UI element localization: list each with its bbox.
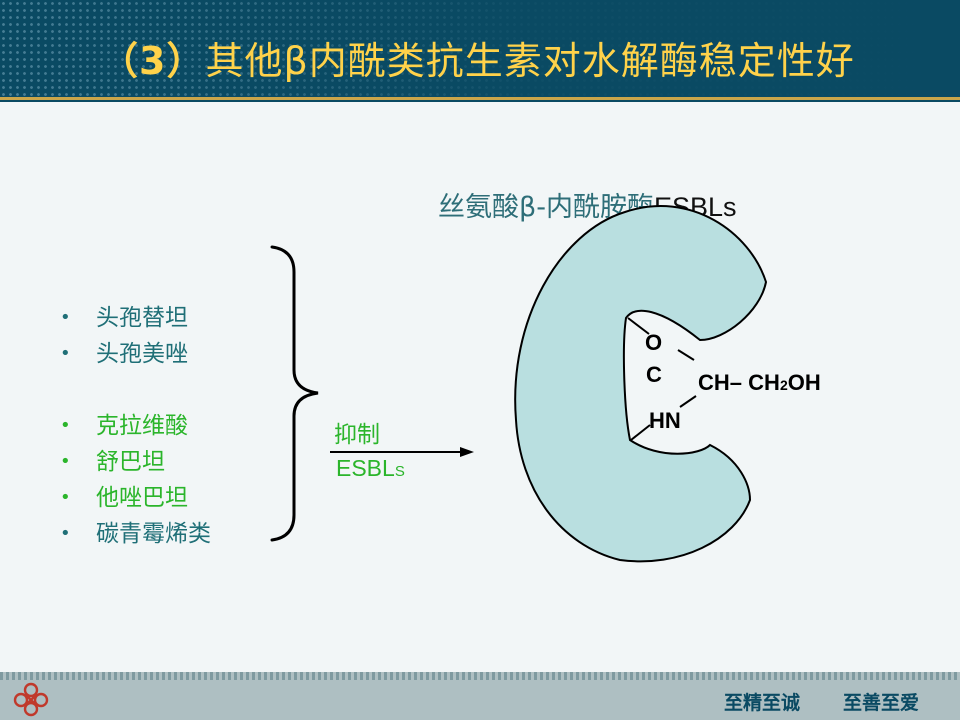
inhibit-target-sub: S [394, 463, 405, 480]
list-item: 头孢美唑 [60, 336, 211, 372]
enzyme-label-prefix: 丝氨酸β-内酰胺酶 [438, 192, 654, 223]
bond-line [630, 424, 651, 441]
university-logo-icon [13, 682, 49, 717]
atom-ch: CH [698, 370, 730, 395]
footer-stripe [0, 672, 960, 680]
atom-ch2: CH [748, 370, 780, 395]
header-rule-dark [0, 100, 960, 102]
bond-dash: – [729, 370, 743, 395]
footer-bar [0, 672, 960, 720]
title-text: 其他β内酰类抗生素对水解酶稳定性好 [205, 39, 855, 83]
inhibit-label: 抑制 [334, 422, 380, 448]
list-item: 头孢替坦 [60, 300, 211, 336]
enzyme-label: 丝氨酸β-内酰胺酶ESBLs [438, 185, 737, 224]
right-brace-icon [270, 245, 319, 542]
inhibit-target-main: ESBL [336, 455, 395, 481]
title-number: （3） [100, 39, 206, 83]
footer-motto-2: 至善至爱 [843, 692, 920, 714]
group-ch-ch2oh: CH– CH2OH [698, 370, 821, 396]
atom-hn: HN [649, 408, 681, 433]
bond-line [677, 349, 695, 361]
atom-oh: OH [787, 370, 821, 395]
drug-list: 头孢替坦 头孢美唑 克拉维酸 舒巴坦 他唑巴坦 碳青霉烯类 [60, 300, 211, 552]
list-item: 舒巴坦 [60, 444, 211, 480]
bond-line [679, 395, 697, 408]
arrow-head-icon [460, 447, 474, 457]
footer-motto-1: 至精至诚 [724, 692, 801, 714]
list-item: 碳青霉烯类 [60, 516, 211, 552]
atom-o: O [645, 330, 663, 355]
header-shade [0, 0, 960, 97]
header-rule-gold [0, 97, 960, 100]
slide-title: （3）其他β内酰类抗生素对水解酶稳定性好 [100, 30, 855, 85]
atom-sub-2: 2 [779, 377, 788, 393]
atom-c: C [646, 362, 662, 387]
inhibit-target: ESBLS [336, 455, 405, 482]
enzyme-label-abbr: ESBLs [653, 192, 737, 222]
list-item: 克拉维酸 [60, 408, 211, 444]
header-banner: （3）其他β内酰类抗生素对水解酶稳定性好 [0, 0, 960, 97]
list-item: 他唑巴坦 [60, 480, 211, 516]
